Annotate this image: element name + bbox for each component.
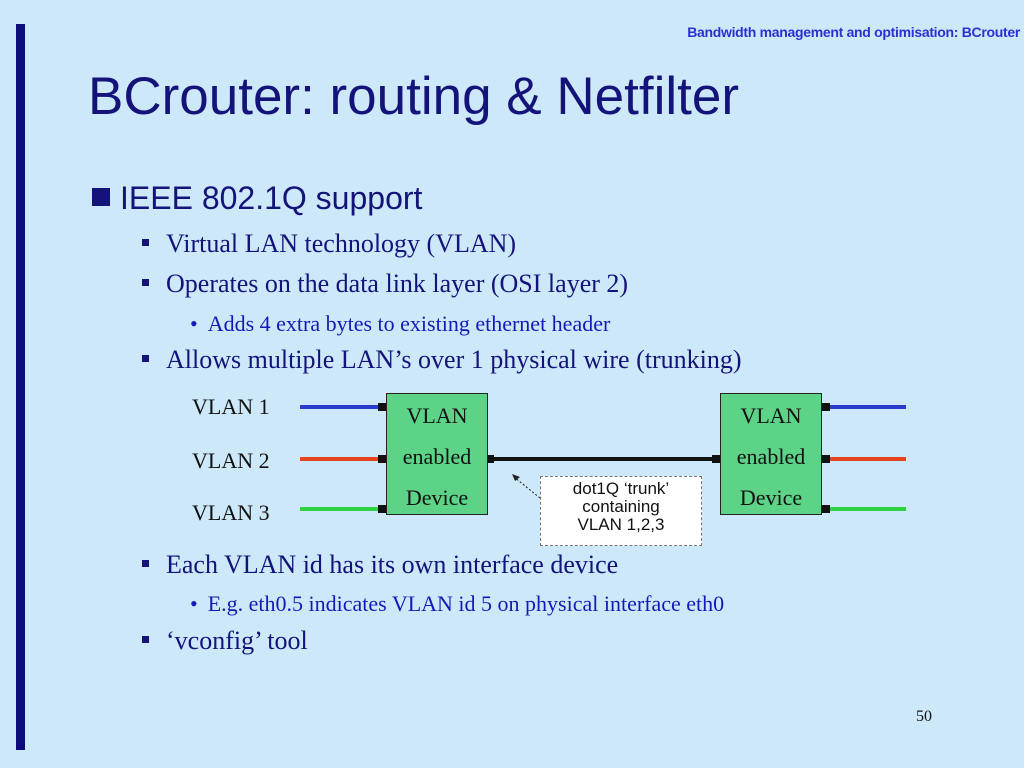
list-item-text: Virtual LAN technology (VLAN) [166,229,517,258]
vlan-device-left: VLAN enabled Device [386,393,488,515]
trunk-callout-line: containing [582,497,660,516]
port-square [822,455,830,463]
vlan-device-right: VLAN enabled Device [720,393,822,515]
list-item-text: Operates on the data link layer (OSI lay… [166,269,629,298]
list-item: Virtual LAN technology (VLAN) [142,229,516,259]
port-square [822,403,830,411]
trunk-callout-line: dot1Q ‘trunk’ [572,479,670,498]
list-item-text: Allows multiple LAN’s over 1 physical wi… [166,345,742,374]
sub-list-item: • E.g. eth0.5 indicates VLAN id 5 on phys… [190,591,724,617]
vlan-label-2: VLAN 2 [192,448,270,473]
port-square [378,505,386,513]
port-square [712,455,720,463]
list-item: ‘vconfig’ tool [142,626,308,656]
list-item-text: ‘vconfig’ tool [166,626,308,655]
bullet-icon [142,239,149,246]
slide-title: BCrouter: routing & Netfilter [88,67,739,126]
list-item-text: Each VLAN id has its own interface devic… [166,550,619,579]
dot-bullet-icon: • [190,591,198,616]
callout-arrowhead [512,474,520,481]
sub-list-item-text: Adds 4 extra bytes to existing ethernet … [207,311,611,336]
callout-pointer [513,476,541,499]
port-square [378,455,386,463]
page-number: 50 [916,708,932,725]
dot-bullet-icon: • [190,311,198,336]
device-label: Device [405,485,469,510]
port-square [822,505,830,513]
device-label: enabled [736,444,806,469]
port-square [378,403,386,411]
device-label: VLAN [406,403,468,428]
device-label: VLAN [740,403,802,428]
trunk-callout-line: VLAN 1,2,3 [577,515,665,534]
bullet-icon [142,355,149,362]
bullet-icon [142,636,149,643]
main-bullet-text: IEEE 802.1Q support [120,180,423,216]
list-item: Each VLAN id has its own interface devic… [142,550,618,580]
port-square [486,455,494,463]
bullet-icon [142,560,149,567]
header-text: Bandwidth management and optimisation: B… [687,24,1020,40]
main-bullet: IEEE 802.1Q support [92,180,422,217]
vlan-label-3: VLAN 3 [192,500,270,525]
device-label: enabled [402,444,472,469]
square-bullet-icon [92,188,110,206]
trunk-callout: dot1Q ‘trunk’ containing VLAN 1,2,3 [540,476,702,546]
sub-list-item-text: E.g. eth0.5 indicates VLAN id 5 on physi… [207,591,725,616]
list-item: Operates on the data link layer (OSI lay… [142,269,628,299]
list-item: Allows multiple LAN’s over 1 physical wi… [142,345,742,375]
bullet-icon [142,279,149,286]
sub-list-item: • Adds 4 extra bytes to existing ethernet… [190,311,610,337]
left-accent-bar [16,24,25,750]
vlan-label-1: VLAN 1 [192,394,270,419]
device-label: Device [739,485,803,510]
